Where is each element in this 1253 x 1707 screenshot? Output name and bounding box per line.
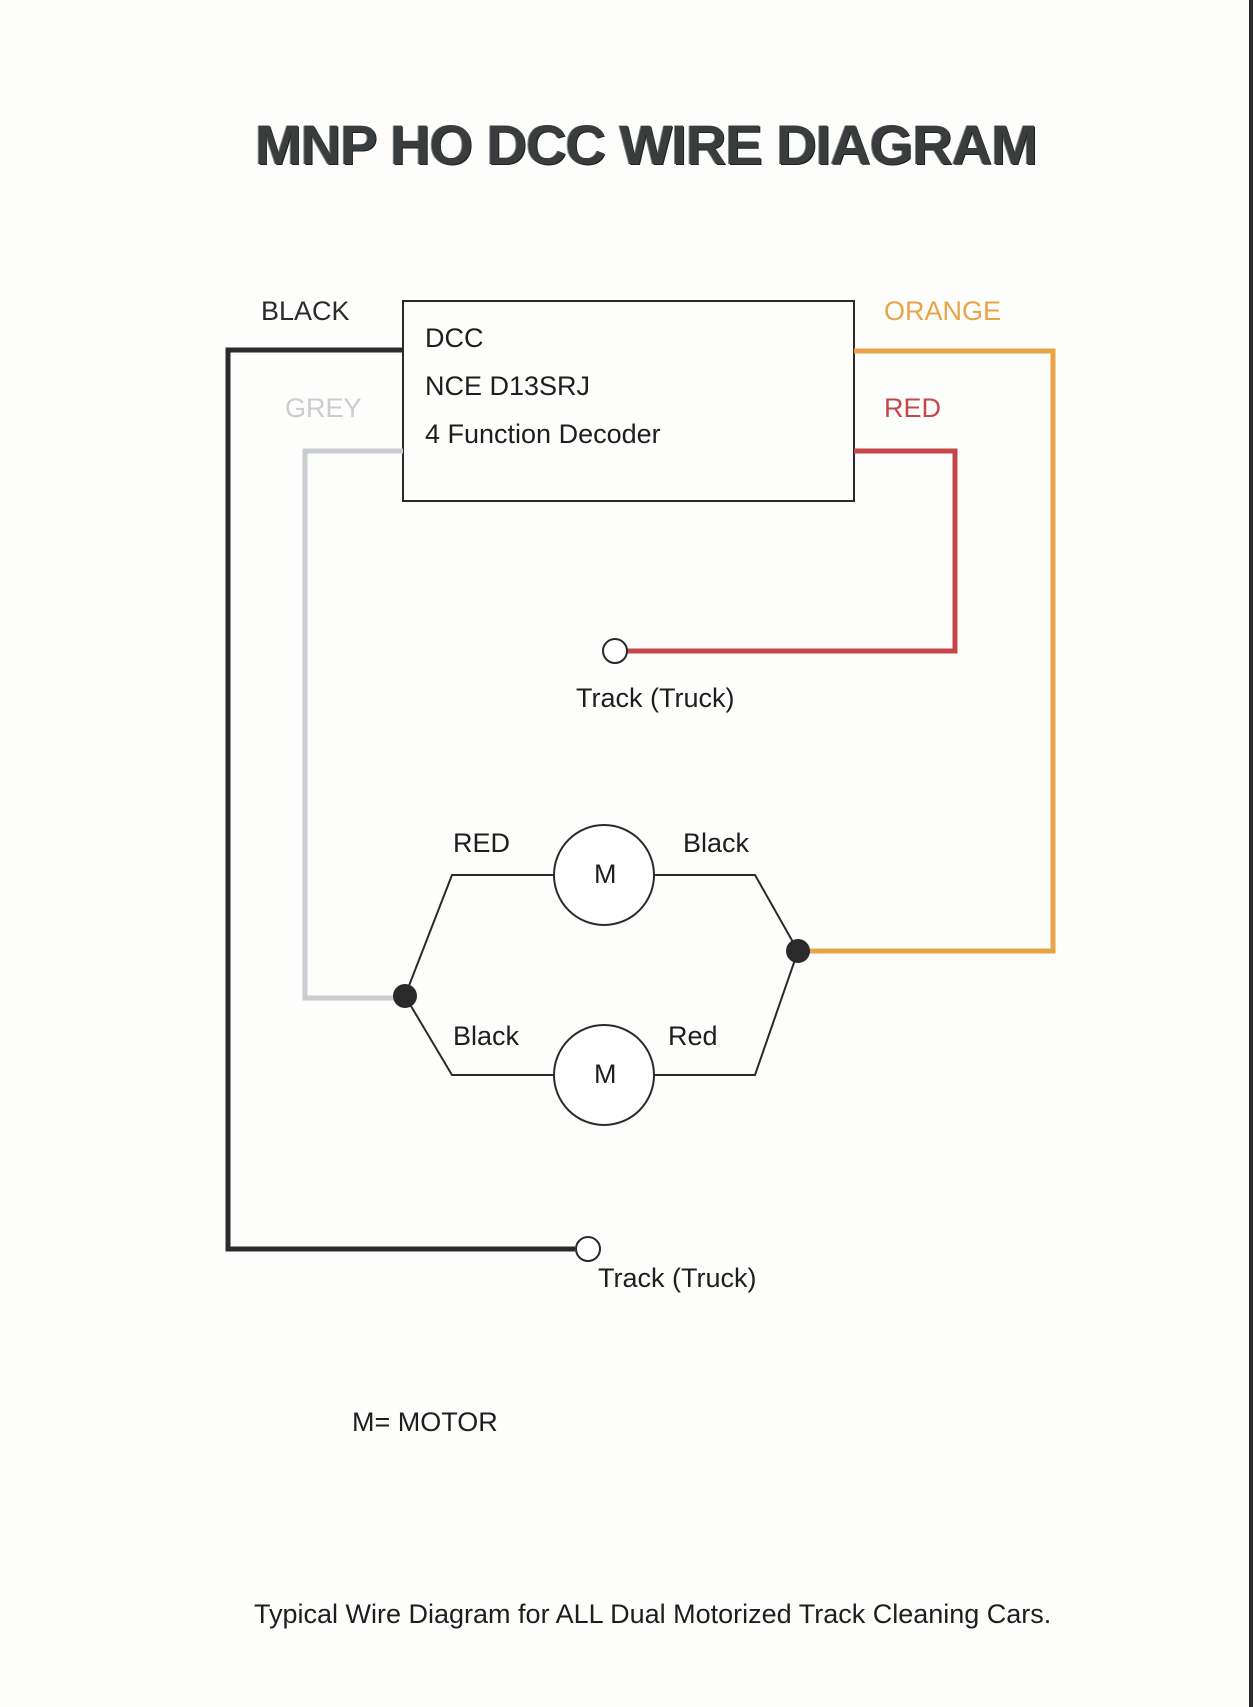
motor-bottom-right-label: Red <box>668 1021 718 1051</box>
footer-caption: Typical Wire Diagram for ALL Dual Motori… <box>254 1599 1052 1629</box>
red-wire <box>627 448 958 654</box>
motor-top-left-label: RED <box>453 828 510 858</box>
motor-top-right-lead <box>654 874 799 952</box>
motor-bottom-letter: M <box>594 1059 617 1089</box>
grey-wire <box>302 448 403 1001</box>
right-junction <box>786 939 810 963</box>
decoder-box <box>402 300 855 502</box>
motor-bottom-symbol <box>553 1024 655 1126</box>
track-terminal-bottom <box>575 1236 601 1262</box>
orange-wire <box>798 348 1056 954</box>
red-wire-label: RED <box>884 393 941 423</box>
track-terminal-top <box>602 638 628 664</box>
grey-wire-label: GREY <box>285 393 362 423</box>
left-junction <box>393 984 417 1008</box>
motor-top-letter: M <box>594 859 617 889</box>
black-wire-label: BLACK <box>261 296 350 326</box>
motor-bottom-left-lead <box>404 995 554 1076</box>
motor-bottom-left-label: Black <box>453 1021 520 1051</box>
decoder-line-dcc: DCC <box>425 323 484 353</box>
orange-wire-label: ORANGE <box>884 296 1001 326</box>
track-label-top: Track (Truck) <box>576 683 734 713</box>
motor-top-symbol <box>553 824 655 926</box>
decoder-line-model: NCE D13SRJ <box>425 371 590 401</box>
decoder-line-function: 4 Function Decoder <box>425 419 661 449</box>
motor-top-right-label: Black <box>683 828 750 858</box>
motor-legend: M= MOTOR <box>352 1407 498 1437</box>
track-label-bottom: Track (Truck) <box>598 1263 756 1293</box>
page-title: MNP HO DCC WIRE DIAGRAM <box>255 113 1038 176</box>
motor-top-left-lead <box>404 874 554 997</box>
black-wire <box>225 347 575 1252</box>
motor-bottom-right-lead <box>654 950 799 1076</box>
